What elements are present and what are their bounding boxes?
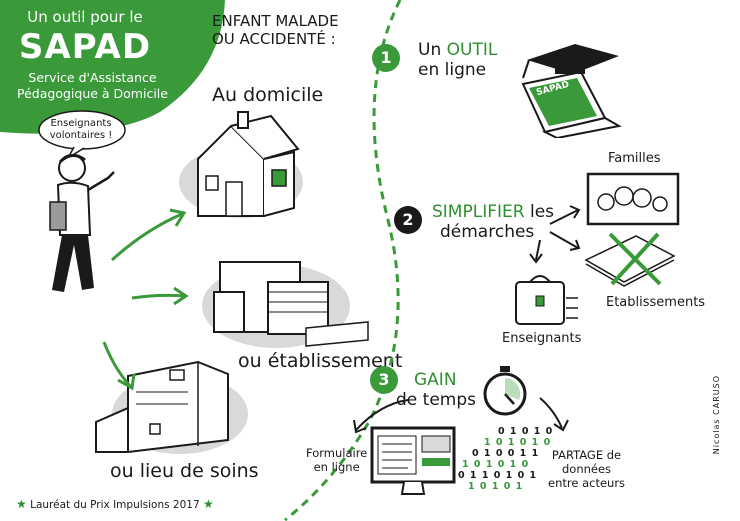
form-line2: en ligne — [313, 460, 360, 474]
step1-prefix: Un — [418, 40, 447, 60]
condition-line2: OU ACCIDENTÉ : — [212, 30, 336, 48]
binary-row: 0 1 0 1 0 — [498, 426, 554, 437]
step3-number: 3 — [370, 366, 398, 394]
label-care: ou lieu de soins — [110, 460, 259, 482]
school-building-icon — [202, 261, 369, 348]
step3-arrows — [353, 397, 569, 434]
label-families: Familles — [608, 151, 661, 166]
form-line1: Formulaire — [306, 446, 368, 460]
binary-row: 1 0 1 0 1 0 — [484, 437, 552, 448]
footer-text: Lauréat du Prix Impulsions 2017 — [30, 499, 200, 511]
label-home: Au domicile — [212, 84, 324, 106]
condition-title: ENFANT MALADE OU ACCIDENTÉ : — [212, 12, 339, 48]
teacher-figure-icon — [49, 154, 115, 292]
monitor-form-icon — [370, 426, 456, 495]
step2-number: 2 — [394, 206, 422, 234]
share-line2: données — [561, 462, 612, 476]
star-icon: ★ — [16, 497, 27, 511]
header-line3: Pédagogique à Domicile — [17, 86, 168, 101]
header-line1: Un outil pour le — [27, 8, 143, 26]
bubble-line2: volontaires ! — [49, 130, 113, 141]
label-teachers: Enseignants — [502, 331, 582, 346]
share-line1: PARTAGE de — [551, 448, 622, 462]
documents-crossed-icon — [584, 232, 676, 287]
bubble-text: Enseignants volontaires ! — [40, 118, 122, 142]
header-subtitle: Service d'Assistance Pédagogique à Domic… — [10, 70, 175, 102]
header-line2: Service d'Assistance — [28, 70, 157, 85]
briefcase-icon — [515, 275, 578, 325]
artist-credit: Nicolas CARUSO — [712, 375, 721, 455]
step3-accent: GAIN — [414, 370, 457, 390]
binary-stream: 0 1 0 1 0 1 0 1 0 1 0 0 1 0 0 1 1 1 0 1 … — [458, 426, 558, 492]
share-line3: entre acteurs — [548, 476, 626, 490]
binary-row: 0 1 1 0 1 0 1 — [458, 470, 538, 481]
step3-title: GAIN de temps — [396, 370, 476, 410]
label-data-sharing: PARTAGE de données entre acteurs — [548, 448, 625, 490]
step1-accent: OUTIL — [446, 40, 498, 60]
step2-arrows — [529, 205, 581, 264]
bubble-line1: Enseignants — [50, 118, 112, 129]
footer-award: ★ Lauréat du Prix Impulsions 2017 ★ — [16, 497, 214, 511]
star-icon: ★ — [202, 497, 214, 511]
stopwatch-icon — [483, 366, 527, 416]
step1-number: 1 — [372, 44, 400, 72]
header-sapad: SAPAD — [18, 27, 152, 67]
teacher-arrows — [102, 208, 189, 391]
step2-accent: SIMPLIFIER — [432, 202, 525, 222]
label-schools: Etablissements — [606, 295, 706, 310]
step2-title: SIMPLIFIER les démarches — [432, 202, 554, 242]
binary-row: 1 0 1 0 1 0 — [462, 459, 530, 470]
label-online-form: Formulaire en ligne — [306, 446, 367, 474]
binary-row: 1 0 1 0 1 — [468, 481, 524, 492]
laptop-mortarboard-icon — [521, 44, 622, 138]
step3-line2: de temps — [396, 390, 476, 410]
step1-line2: en ligne — [418, 60, 487, 80]
house-icon — [179, 111, 303, 218]
label-school: ou établissement — [238, 350, 403, 372]
hospital-icon — [95, 360, 248, 454]
binary-row: 0 1 0 0 1 1 — [472, 448, 540, 459]
family-photo-icon — [586, 172, 680, 226]
step1-title: Un OUTIL en ligne — [418, 40, 497, 80]
step2-suffix: les — [524, 202, 555, 222]
condition-line1: ENFANT MALADE — [212, 12, 339, 30]
step2-line2: démarches — [440, 222, 535, 242]
header-green-blob — [0, 0, 225, 134]
